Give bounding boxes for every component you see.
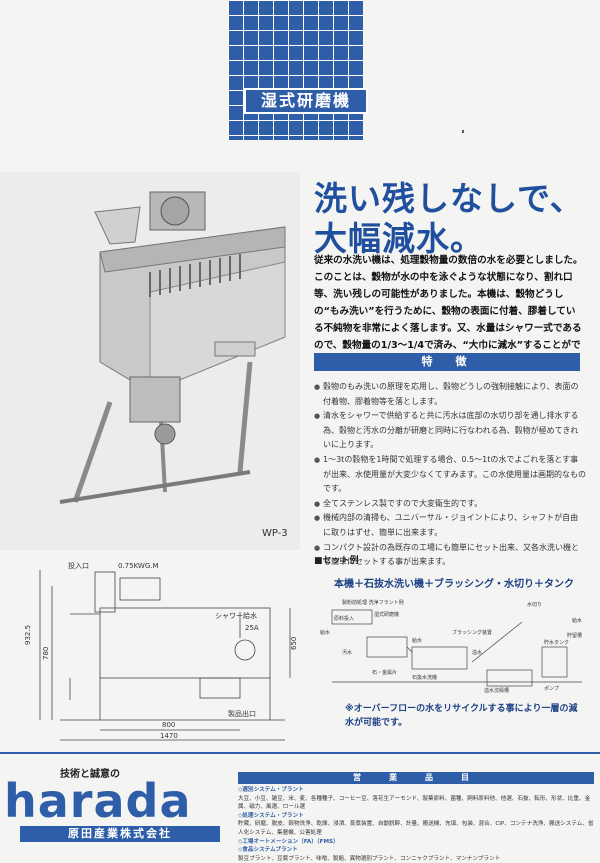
drawing-shower-size: 25A bbox=[245, 624, 259, 632]
set-label-14: 給水 bbox=[572, 617, 582, 624]
company-name: 原田産業株式会社 bbox=[20, 826, 220, 842]
drawing-dim-1470: 1470 bbox=[160, 732, 178, 740]
set-label-0: 原料投入 bbox=[334, 615, 354, 622]
business-heading: 営 業 品 目 bbox=[238, 772, 594, 784]
set-label-7: 水切り bbox=[527, 601, 542, 608]
business-category: ◇処理システム・プラント bbox=[238, 812, 304, 819]
header-grid bbox=[228, 0, 363, 140]
drawing-motor-label: 0.75KWG.M bbox=[118, 562, 159, 570]
features-list: 穀物のもみ洗いの原理を応用し、穀物どうしの強制接触により、表面の付着物、膠着物等… bbox=[314, 380, 586, 570]
feature-item: 全てステンレス製ですので大変衛生的です。 bbox=[314, 497, 586, 512]
business-item: ◇選別システム・プラント大豆、小豆、雑豆、米、麦、各種種子、コーヒー豆、落花生ア… bbox=[238, 786, 594, 812]
set-label-1: 湿式研磨機 bbox=[374, 611, 399, 618]
feature-item: 穀物のもみ洗いの原理を応用し、穀物どうしの強制接触により、表面の付着物、膠着物等… bbox=[314, 380, 586, 409]
photo-caption: WP-3 bbox=[262, 528, 288, 539]
business-item: ◇食品システムプラント製豆プラント、豆腐プラント、味噌、製餡、異物選別プラント、… bbox=[238, 846, 594, 863]
set-example-diagram: 製粉前処理 洗浄フラント例 原料投入 湿式研磨機 給水 汚水 ブラッシング装置 … bbox=[312, 592, 596, 697]
technical-drawing: 投入口 0.75KWG.M シャワー給水 25A 製品出口 800 1470 9… bbox=[0, 550, 300, 745]
feature-item: 清水をシャワーで供給すると共に汚水は底部の水切り部を通し排水する為、穀物と汚水の… bbox=[314, 409, 586, 453]
business-list: ◇選別システム・プラント大豆、小豆、雑豆、米、麦、各種種子、コーヒー豆、落花生ア… bbox=[238, 786, 594, 863]
drawing-dim-650: 650 bbox=[290, 637, 298, 650]
business-category: ◇選別システム・プラント bbox=[238, 787, 304, 793]
business-category: ◇食品システムプラント bbox=[238, 847, 298, 854]
business-text: 製豆プラント、豆腐プラント、味噌、製餡、異物選別プラント、コンニャクプラント、マ… bbox=[238, 855, 501, 862]
feature-item: コンパクト設計の為既存の工場にも簡単にセット出来、又各水洗い機とも簡単にセットす… bbox=[314, 541, 586, 570]
company-logo: harada bbox=[4, 774, 192, 828]
drawing-inlet-label: 投入口 bbox=[68, 561, 89, 570]
set-label-8: 貯留槽 bbox=[567, 632, 582, 639]
small-mark bbox=[462, 130, 464, 133]
set-label-2: 給水 bbox=[320, 629, 330, 636]
drawing-shower-label: シャワー給水 bbox=[215, 611, 257, 620]
business-item: ◇工場オートメーション（FA）（FMS） bbox=[238, 838, 594, 847]
business-item: ◇処理システム・プラント貯蔵、研磨、脱皮、穀物洗浄、乾燥、浸漬、蒸煮装置、自動脱… bbox=[238, 812, 594, 838]
set-label-9: 石抜水洗機 bbox=[412, 674, 437, 681]
features-heading: 特 徴 bbox=[314, 353, 580, 371]
footer-divider bbox=[0, 752, 600, 754]
set-example-label: ■セット例 bbox=[314, 556, 359, 566]
drawing-dim-800: 800 bbox=[162, 721, 175, 729]
drawing-dim-932: 932.5 bbox=[24, 625, 32, 645]
set-label-12: 貯水タンク bbox=[544, 639, 569, 646]
set-label-10: 溢水 bbox=[472, 649, 482, 656]
set-example-title: 本機＋石抜水洗い機＋ブラッシング・水切り＋タンク bbox=[334, 579, 574, 590]
set-label-13: ポンプ bbox=[544, 685, 559, 692]
drawing-outlet-label: 製品出口 bbox=[228, 709, 256, 718]
product-photo bbox=[0, 172, 300, 550]
feature-item: 機械内部の清掃も、ユニバーサル・ジョイントにより、シャフトが自由に取りはずせ、簡… bbox=[314, 511, 586, 540]
machine-illustration bbox=[0, 172, 300, 550]
set-label-6: 石・金属片 bbox=[372, 669, 397, 676]
headline-line1: 洗い残しなしで、 bbox=[314, 179, 584, 218]
drawing-dim-780: 780 bbox=[42, 647, 50, 660]
company-tagline: 技術と誠意の bbox=[60, 769, 120, 780]
business-text: 大豆、小豆、雑豆、米、麦、各種種子、コーヒー豆、落花生アーモンド、製菓原料、菌種… bbox=[238, 795, 591, 811]
set-label-5: 給水 bbox=[412, 637, 422, 644]
set-label-11: 溢水沈殿槽 bbox=[484, 687, 509, 694]
set-label-4: ブラッシング装置 bbox=[452, 629, 492, 636]
headline-line2: 大幅減水。 bbox=[314, 219, 484, 258]
business-text: 貯蔵、研磨、脱皮、穀物洗浄、乾燥、浸漬、蒸煮装置、自動脱酔、計量、搬送機、充填、… bbox=[238, 821, 594, 836]
product-title: 湿式研磨機 bbox=[244, 88, 368, 114]
set-label-3: 汚水 bbox=[342, 649, 352, 656]
feature-item: 1〜3tの穀物を1時間で処理する場合、0.5〜1tの水でよごれを落とす事が出来、… bbox=[314, 453, 586, 497]
set-example-note: ※オーバーフローの水をリサイクルする事により一層の減水が可能です。 bbox=[345, 704, 578, 728]
business-category: ◇工場オートメーション（FA）（FMS） bbox=[238, 838, 339, 845]
set-diagram-title: 製粉前処理 洗浄フラント例 bbox=[342, 599, 404, 606]
